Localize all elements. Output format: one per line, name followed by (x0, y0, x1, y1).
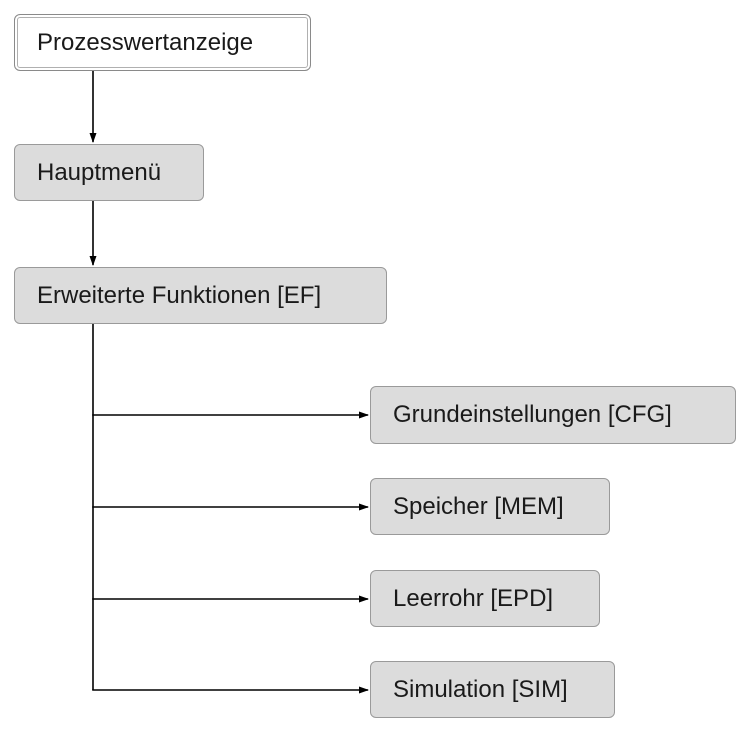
node-label: Prozesswertanzeige (37, 28, 254, 56)
node-prozesswertanzeige: Prozesswertanzeige (14, 14, 311, 71)
node-simulation: Simulation [SIM] (370, 661, 615, 718)
node-leerrohr: Leerrohr [EPD] (370, 570, 600, 627)
node-label: Speicher [MEM] (393, 492, 564, 520)
node-label: Hauptmenü (37, 158, 162, 186)
node-speicher: Speicher [MEM] (370, 478, 610, 535)
node-label: Erweiterte Funktionen [EF] (37, 281, 322, 309)
node-label: Grundeinstellungen [CFG] (393, 401, 672, 428)
node-label: Leerrohr [EPD] (393, 584, 554, 612)
node-label: Simulation [SIM] (393, 675, 568, 703)
node-grundeinstellungen: Grundeinstellungen [CFG] (370, 386, 736, 444)
node-erweiterte-funktionen: Erweiterte Funktionen [EF] (14, 267, 387, 324)
node-hauptmenu: Hauptmenü (14, 144, 204, 201)
